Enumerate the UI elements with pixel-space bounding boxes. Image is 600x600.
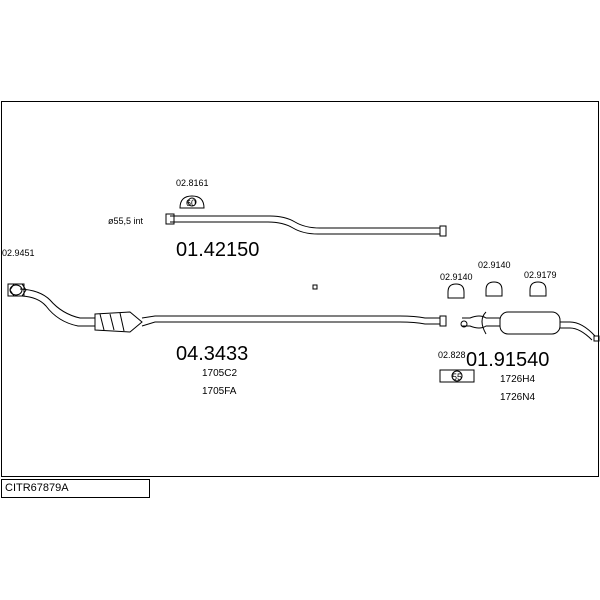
catalyst-pipe-drawing [7,283,447,333]
clamp-icon-828 [439,369,475,383]
rear-ref-2: 1726N4 [500,392,535,403]
diameter-label: ø55,5 int [108,216,144,226]
diagram-title: CITR67879A [1,479,150,498]
front-pipe-drawing [165,213,447,237]
diagram-frame [1,101,599,477]
catalyst-pipe-part-number: 04.3433 [176,343,248,365]
rubber-mount-icon-2 [485,281,503,297]
gasket-part-label: 02.9451 [2,248,35,258]
rubber-3-part-label: 02.9179 [524,270,557,280]
rubber-2-part-label: 02.9140 [478,260,511,270]
rubber-mount-icon-3 [529,281,547,297]
front-pipe-part-number: 01.42150 [176,239,259,261]
rubber-1-part-label: 02.9140 [440,272,473,282]
clamp-icon-label: 55 [452,372,462,382]
hanger-part-label: 02.8161 [176,178,209,188]
marker [312,284,318,290]
rear-muffler-drawing [460,311,600,342]
catalyst-ref-2: 1705FA [202,386,237,397]
hanger-icon-8161 [179,195,205,209]
gasket-icon-9451 [9,283,27,297]
rear-muffler-part-number: 01.91540 [466,349,549,371]
hanger-icon-label: 60 [186,198,196,208]
catalyst-ref-1: 1705C2 [202,368,237,379]
rear-ref-1: 1726H4 [500,374,535,385]
clamp-part-label: 02.828 [438,350,466,360]
rubber-mount-icon-1 [447,283,465,299]
